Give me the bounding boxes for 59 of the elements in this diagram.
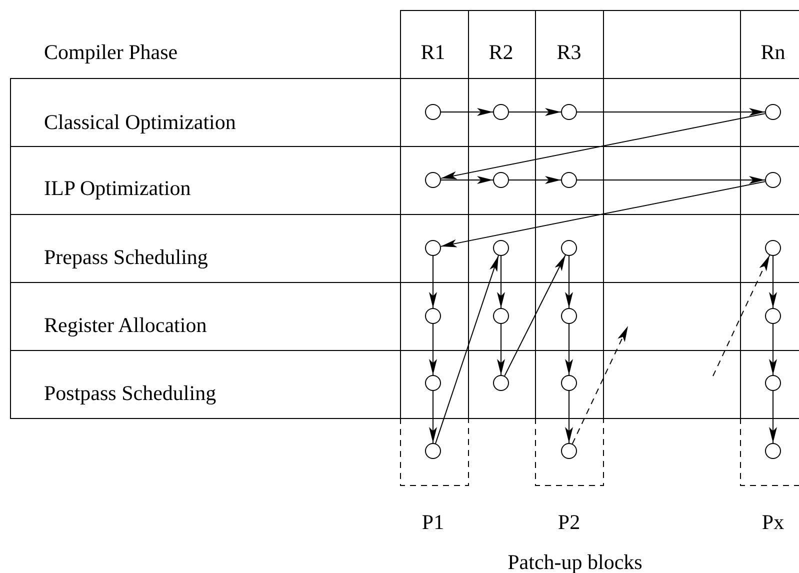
node-circle: [561, 104, 577, 120]
arrow: [497, 324, 505, 376]
arrow: [576, 108, 766, 116]
node-circle: [425, 308, 441, 324]
column-heading: R3: [556, 40, 582, 64]
node-circle: [765, 240, 781, 256]
arrow: [440, 181, 766, 248]
arrow: [497, 256, 505, 308]
node-circle: [561, 308, 577, 324]
arrow: [712, 254, 770, 376]
arrow: [508, 108, 562, 116]
arrow: [440, 108, 494, 116]
column-heading: Compiler Phase: [44, 40, 178, 64]
block-label: P2: [558, 510, 580, 534]
arrow: [572, 326, 628, 444]
row-label: ILP Optimization: [44, 176, 191, 200]
block-label: Px: [762, 510, 784, 534]
arrow: [440, 113, 766, 180]
row-label: Register Allocation: [44, 313, 207, 337]
arrow: [565, 256, 573, 308]
node-circle: [425, 172, 441, 188]
block-label: P1: [422, 510, 444, 534]
node-circle: [493, 308, 509, 324]
node-circle: [561, 443, 577, 459]
arrow: [504, 254, 566, 376]
arrow: [769, 256, 777, 308]
arrow: [429, 256, 437, 308]
arrow: [429, 324, 437, 376]
arrow: [440, 176, 494, 184]
node-circle: [425, 240, 441, 256]
node-circle: [765, 308, 781, 324]
column-heading: Rn: [760, 40, 786, 64]
node-circle: [765, 443, 781, 459]
row-label: Classical Optimization: [44, 110, 236, 134]
node-circle: [493, 104, 509, 120]
node-circle: [493, 172, 509, 188]
node-circle: [765, 375, 781, 391]
arrow: [565, 390, 573, 444]
node-circle: [425, 443, 441, 459]
column-heading: R2: [488, 40, 514, 64]
column-heading: R1: [420, 40, 446, 64]
arrow: [565, 324, 573, 376]
node-circle: [561, 375, 577, 391]
node-circle: [765, 104, 781, 120]
node-circle: [561, 240, 577, 256]
arrow: [769, 390, 777, 444]
arrow: [435, 255, 499, 444]
node-circle: [425, 375, 441, 391]
arrow: [769, 324, 777, 376]
row-label: Prepass Scheduling: [44, 245, 208, 269]
node-circle: [425, 104, 441, 120]
arrow: [576, 176, 766, 184]
arrow: [429, 390, 437, 444]
node-circle: [493, 375, 509, 391]
node-circle: [493, 240, 509, 256]
node-circle: [765, 172, 781, 188]
row-label: Postpass Scheduling: [44, 381, 216, 405]
node-circle: [561, 172, 577, 188]
arrow: [508, 176, 562, 184]
